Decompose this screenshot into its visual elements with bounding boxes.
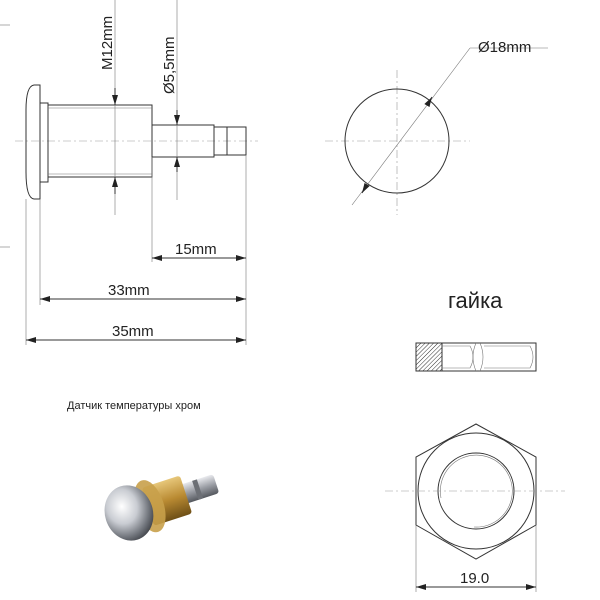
sensor-head-view: Ø18mm — [325, 39, 548, 215]
shaft-diameter-label: Ø5,5mm — [161, 36, 178, 94]
photo-caption: Датчик температуры хром — [67, 400, 201, 412]
total-length-label: 35mm — [112, 323, 154, 340]
nut-front-view: 19.0 — [385, 423, 565, 592]
nut-title: гайка — [448, 288, 503, 313]
head-circle — [344, 88, 450, 194]
sensor-photo: Датчик температуры хром — [67, 400, 219, 541]
nut-width-label: 19.0 — [460, 570, 489, 587]
head-diameter-label: Ø18mm — [478, 39, 531, 56]
nut-side-view — [415, 342, 537, 372]
sensor-tip — [213, 126, 247, 156]
nut-drawing: гайка 19.0 — [385, 288, 565, 592]
body-length-label: 33mm — [108, 282, 150, 299]
sensor-head — [25, 84, 41, 200]
shaft-length-label: 15mm — [175, 241, 217, 258]
thread-dimension-label: M12mm — [99, 16, 116, 70]
sensor-flange — [39, 102, 49, 183]
sensor-side-view: M12mm Ø5,5mm 15mm 33mm 35mm — [0, 0, 258, 345]
